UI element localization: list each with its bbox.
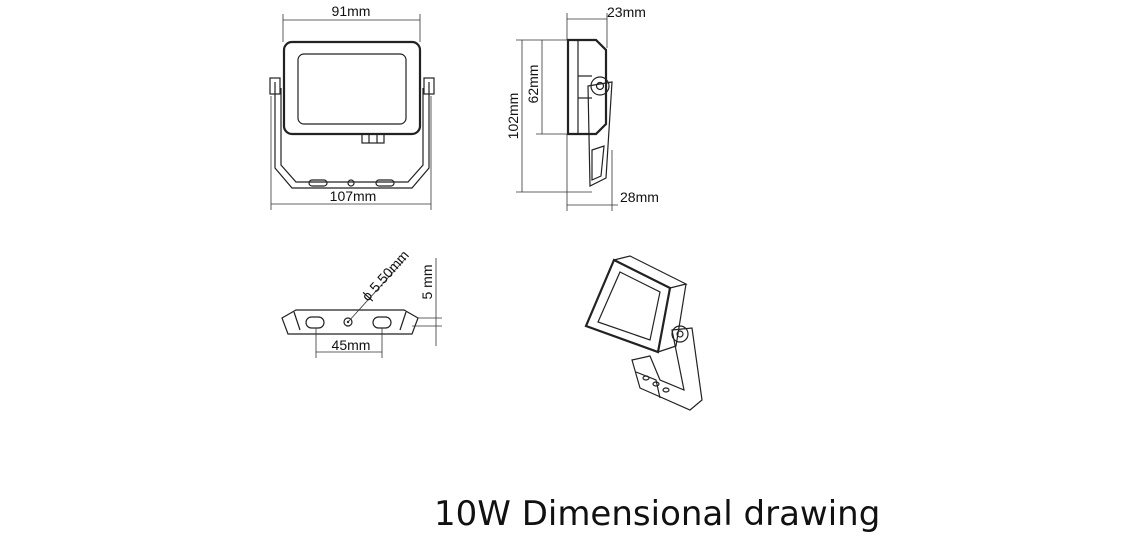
dim-hole-diameter: ϕ 5.50mm (358, 247, 412, 304)
dim-depth-bottom: 28mm (620, 189, 659, 205)
dim-hole-spacing: 45mm (332, 337, 371, 353)
dim-width-top: 91mm (332, 3, 371, 19)
dim-slot-offset: 5 mm (419, 265, 435, 300)
drawing-caption: 10W Dimensional drawing (434, 494, 881, 534)
dim-height-panel: 62mm (525, 65, 541, 104)
side-view: 23mm 102mm 62mm 28mm (505, 4, 659, 211)
dim-width-bottom: 107mm (330, 188, 377, 204)
dim-depth-top: 23mm (607, 4, 646, 20)
isometric-view (584, 255, 703, 411)
base-view: ϕ 5.50mm 5 mm 45mm (281, 247, 442, 358)
front-view: 91mm 107mm (269, 3, 435, 210)
dim-height-total: 102mm (505, 93, 521, 140)
